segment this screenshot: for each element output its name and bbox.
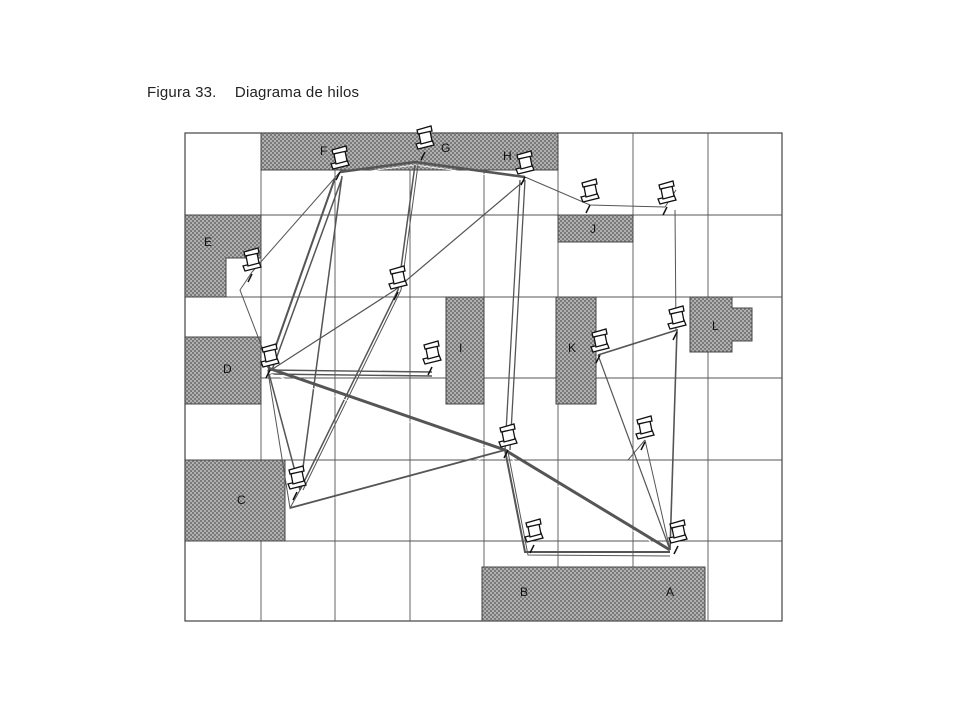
block-l: [689, 296, 753, 353]
pin-icon: [668, 519, 688, 555]
pin-icon: [260, 343, 280, 379]
pin-icon: [657, 180, 677, 216]
blocks: [184, 132, 753, 622]
block-d: [184, 336, 262, 405]
label-a: A: [666, 585, 674, 599]
label-k: K: [568, 341, 576, 355]
figure-number: Figura 33.: [147, 84, 217, 101]
block-fgh: [260, 132, 559, 171]
pin-icon: [242, 247, 262, 283]
label-d: D: [223, 362, 232, 376]
block-k: [555, 296, 597, 405]
pin-icon: [580, 178, 600, 214]
pin-icon: [422, 340, 442, 376]
figure-caption: Figura 33. Diagrama de hilos: [147, 84, 359, 101]
label-g: G: [441, 141, 450, 155]
pin-icon: [635, 415, 655, 451]
block-e: [184, 214, 262, 298]
block-j: [557, 214, 634, 243]
label-l: L: [712, 319, 719, 333]
pin-icon: [388, 265, 408, 301]
label-i: I: [459, 341, 462, 355]
pin-icon: [524, 518, 544, 554]
label-h: H: [503, 149, 512, 163]
block-labels: F G H E D C J I K L B A: [204, 141, 719, 599]
label-f: F: [320, 144, 327, 158]
label-c: C: [237, 493, 246, 507]
block-i: [445, 296, 485, 405]
label-e: E: [204, 235, 212, 249]
block-c: [184, 459, 286, 542]
label-b: B: [520, 585, 528, 599]
figure-title: Diagrama de hilos: [234, 84, 360, 101]
block-ba: [481, 566, 706, 622]
threads: [239, 160, 678, 557]
label-j: J: [590, 222, 596, 236]
